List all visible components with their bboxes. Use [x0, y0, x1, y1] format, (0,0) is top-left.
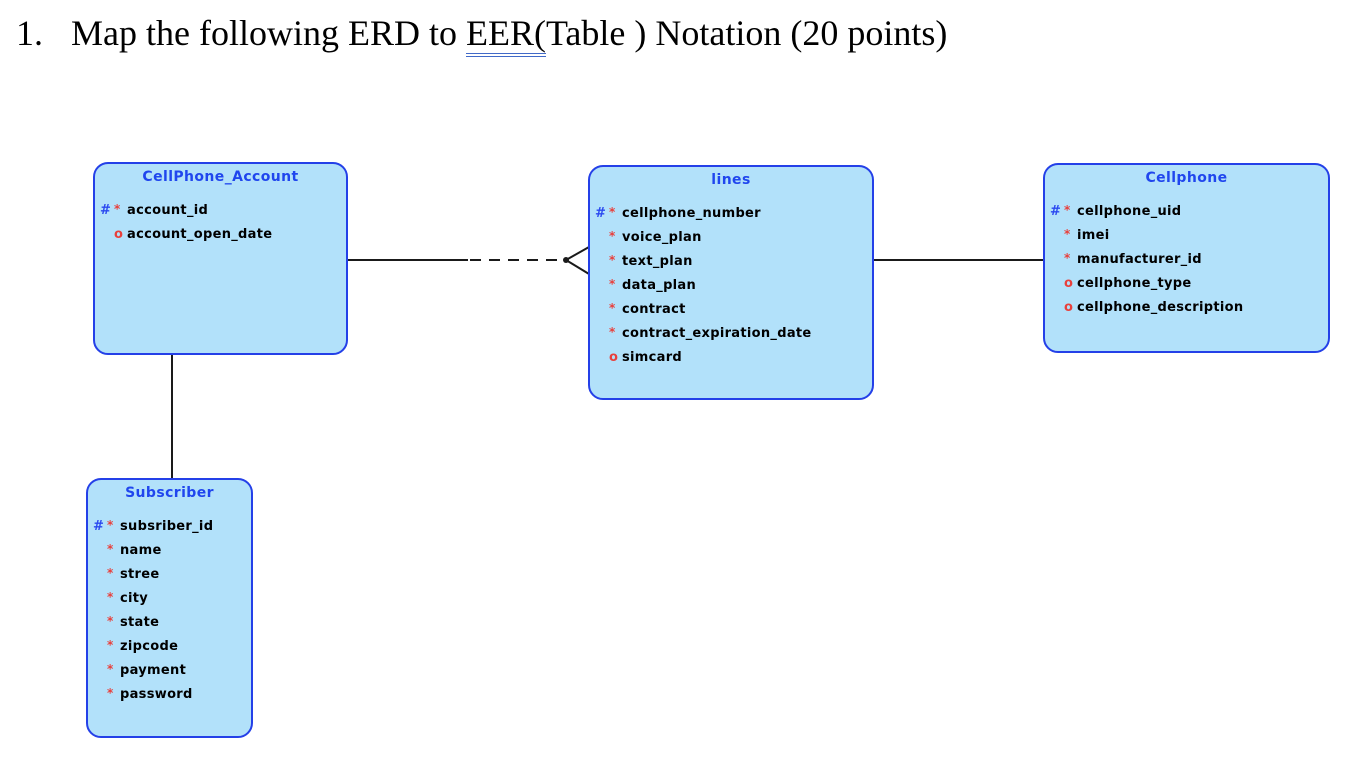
required-marker: * — [609, 325, 616, 339]
attribute-name: cellphone_type — [1077, 275, 1192, 291]
attribute-row: # * subsriber_id — [88, 514, 251, 538]
crow-foot-upper-prong — [565, 246, 590, 261]
required-marker: * — [107, 518, 114, 532]
attribute-row: * voice_plan — [590, 225, 872, 249]
attribute-name: subsriber_id — [120, 518, 214, 534]
required-marker: * — [609, 253, 616, 267]
crow-foot-lower-prong — [565, 259, 590, 275]
crow-foot-vertex-dot — [563, 257, 569, 263]
attribute-row: # * cellphone_uid — [1045, 199, 1328, 223]
attribute-name: city — [120, 590, 149, 606]
heading-text-before: Map the following ERD to — [71, 13, 466, 53]
attribute-row: o account_open_date — [95, 222, 346, 246]
optional-marker: o — [1064, 275, 1073, 291]
attribute-name: payment — [120, 662, 187, 678]
attribute-row: * imei — [1045, 223, 1328, 247]
required-marker: * — [107, 590, 114, 604]
attribute-row: * payment — [88, 658, 251, 682]
attribute-row: * manufacturer_id — [1045, 247, 1328, 271]
attribute-row: # * account_id — [95, 198, 346, 222]
optional-marker: o — [609, 349, 618, 365]
attribute-name: password — [120, 686, 193, 702]
id-marker: # — [595, 205, 606, 221]
attribute-list: # * cellphone_uid * imei * manufacturer_… — [1045, 199, 1328, 319]
id-marker: # — [100, 202, 111, 218]
attribute-name: name — [120, 542, 162, 558]
attribute-name: cellphone_number — [622, 205, 761, 221]
attribute-row: * contract_expiration_date — [590, 321, 872, 345]
attribute-name: voice_plan — [622, 229, 702, 245]
attribute-row: * contract — [590, 297, 872, 321]
entity-cellphone: Cellphone # * cellphone_uid * imei * man… — [1043, 163, 1330, 353]
question-heading: 1. Map the following ERD to EER(Table ) N… — [16, 12, 948, 57]
attribute-name: stree — [120, 566, 160, 582]
attribute-name: account_open_date — [127, 226, 273, 242]
attribute-row: * name — [88, 538, 251, 562]
required-marker: * — [609, 205, 616, 219]
required-marker: * — [1064, 251, 1071, 265]
attribute-row: * city — [88, 586, 251, 610]
required-marker: * — [1064, 227, 1071, 241]
attribute-list: # * account_id o account_open_date — [95, 198, 346, 246]
attribute-row: o cellphone_description — [1045, 295, 1328, 319]
attribute-row: * state — [88, 610, 251, 634]
attribute-list: # * subsriber_id * name * stree * city *… — [88, 514, 251, 706]
attribute-name: account_id — [127, 202, 209, 218]
entity-cellphone-account: CellPhone_Account # * account_id o accou… — [93, 162, 348, 355]
required-marker: * — [1064, 203, 1071, 217]
required-marker: * — [107, 566, 114, 580]
required-marker: * — [609, 277, 616, 291]
required-marker: * — [107, 614, 114, 628]
id-marker: # — [1050, 203, 1061, 219]
attribute-name: imei — [1077, 227, 1110, 243]
required-marker: * — [107, 662, 114, 676]
attribute-name: text_plan — [622, 253, 693, 269]
attribute-name: cellphone_uid — [1077, 203, 1182, 219]
attribute-list: # * cellphone_number * voice_plan * text… — [590, 201, 872, 369]
attribute-row: * zipcode — [88, 634, 251, 658]
attribute-row: # * cellphone_number — [590, 201, 872, 225]
required-marker: * — [107, 686, 114, 700]
required-marker: * — [107, 542, 114, 556]
optional-marker: o — [114, 226, 123, 242]
entity-subscriber: Subscriber # * subsriber_id * name * str… — [86, 478, 253, 738]
attribute-name: contract_expiration_date — [622, 325, 812, 341]
optional-marker: o — [1064, 299, 1073, 315]
entity-title: lines — [711, 172, 751, 188]
required-marker: * — [114, 202, 121, 216]
question-number: 1. — [16, 13, 43, 53]
attribute-row: * password — [88, 682, 251, 706]
id-marker: # — [93, 518, 104, 534]
attribute-name: state — [120, 614, 160, 630]
required-marker: * — [107, 638, 114, 652]
attribute-name: simcard — [622, 349, 683, 365]
attribute-name: manufacturer_id — [1077, 251, 1202, 267]
attribute-row: * stree — [88, 562, 251, 586]
required-marker: * — [609, 229, 616, 243]
heading-text-underlined: EER( — [465, 13, 546, 57]
attribute-row: * data_plan — [590, 273, 872, 297]
attribute-name: zipcode — [120, 638, 179, 654]
attribute-name: data_plan — [622, 277, 697, 293]
attribute-row: o simcard — [590, 345, 872, 369]
attribute-row: * text_plan — [590, 249, 872, 273]
attribute-row: o cellphone_type — [1045, 271, 1328, 295]
entity-title: Cellphone — [1145, 170, 1228, 186]
heading-text-after: Table ) Notation (20 points) — [545, 13, 948, 53]
attribute-name: cellphone_description — [1077, 299, 1244, 315]
attribute-name: contract — [622, 301, 686, 317]
entity-title: Subscriber — [125, 485, 214, 501]
required-marker: * — [609, 301, 616, 315]
entity-lines: lines # * cellphone_number * voice_plan … — [588, 165, 874, 400]
entity-title: CellPhone_Account — [142, 169, 299, 185]
